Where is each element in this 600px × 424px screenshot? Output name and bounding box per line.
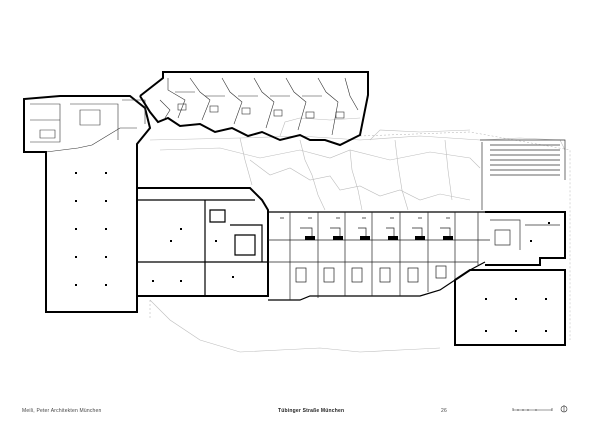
north-arrow-icon (560, 405, 568, 413)
central-block-interior (137, 199, 268, 296)
project-title: Tübinger Straße München (278, 408, 345, 414)
left-block-interior (30, 99, 146, 153)
upper-zigzag-building (139, 71, 369, 147)
right-block (454, 211, 566, 346)
page-number: 26 (441, 408, 447, 414)
central-block-columns (152, 228, 234, 282)
dashed-site-boundary (149, 131, 571, 340)
upper-building-interior (159, 77, 359, 136)
central-block (136, 187, 269, 297)
architect-credit: Meili, Peter Architekten München (22, 408, 102, 414)
apartment-thick-elements (305, 236, 453, 240)
apartment-row (268, 211, 490, 301)
left-block-columns (75, 172, 107, 286)
site-context (149, 117, 566, 353)
right-block-columns (485, 222, 550, 332)
apartment-partitions (268, 212, 490, 300)
right-block-interior (480, 139, 566, 250)
scale-bar-icon (512, 405, 568, 413)
left-garage-block (23, 95, 152, 313)
